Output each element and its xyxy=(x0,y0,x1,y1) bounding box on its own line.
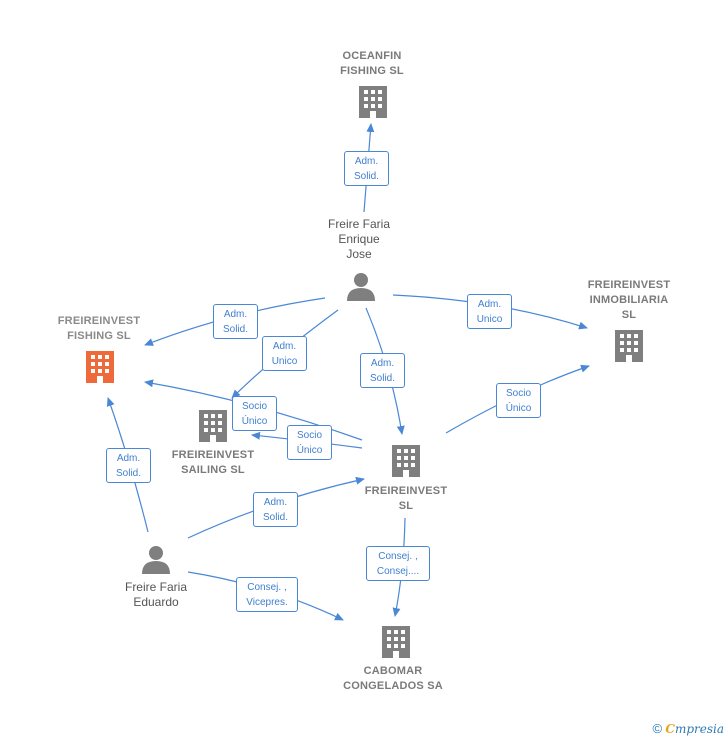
edge-label-freireinvest-sailing: Socio Único xyxy=(287,425,332,460)
footer-brand: © Cmpresia xyxy=(652,721,724,736)
person-icon xyxy=(347,273,375,301)
edge-label-eduardo-cabomar: Consej. , Vicepres. xyxy=(236,577,298,612)
building-icon xyxy=(392,445,420,477)
edge-label-freireinvest-fishing: Socio Único xyxy=(232,396,277,431)
node-label-inmobiliaria: FREIREINVEST INMOBILIARIA SL xyxy=(587,279,671,321)
node-label-cabomar: CABOMAR CONGELADOS SA xyxy=(343,665,443,692)
copyright-icon: © xyxy=(652,721,663,736)
edge-label-eduardo-fishing: Adm. Solid. xyxy=(106,448,151,483)
building-icon xyxy=(615,330,643,362)
edge-label-freireinvest-cabomar: Consej. , Consej.... xyxy=(366,546,430,581)
node-label-freireinvest: FREIREINVEST SL xyxy=(364,485,448,512)
building-icon xyxy=(359,86,387,118)
building-icon xyxy=(382,626,410,658)
edge-label-freireinvest-inmobiliaria: Socio Único xyxy=(496,383,541,418)
edge-label-enrique-fishing: Adm. Solid. xyxy=(213,304,258,339)
node-label-sailing: FREIREINVEST SAILING SL xyxy=(171,449,255,476)
building-icon-highlighted xyxy=(86,351,114,383)
building-icon xyxy=(199,410,227,442)
edge-label-enrique-sailing: Adm. Unico xyxy=(262,336,307,371)
edge-label-enrique-oceanfin: Adm. Solid. xyxy=(344,151,389,186)
node-label-oceanfin: OCEANFIN FISHING SL xyxy=(340,50,404,77)
edge-label-enrique-freireinvest: Adm. Solid. xyxy=(360,353,405,388)
node-label-fishing: FREIREINVEST FISHING SL xyxy=(57,315,141,342)
node-label-eduardo: Freire Faria Eduardo xyxy=(124,580,187,609)
brand-logo: Cmpresia xyxy=(665,722,724,736)
edge-label-eduardo-freireinvest: Adm. Solid. xyxy=(253,492,298,527)
edge-label-enrique-inmobiliaria: Adm. Unico xyxy=(467,294,512,329)
node-label-enrique: Freire Faria Enrique Jose xyxy=(327,217,390,261)
person-icon xyxy=(142,546,170,574)
